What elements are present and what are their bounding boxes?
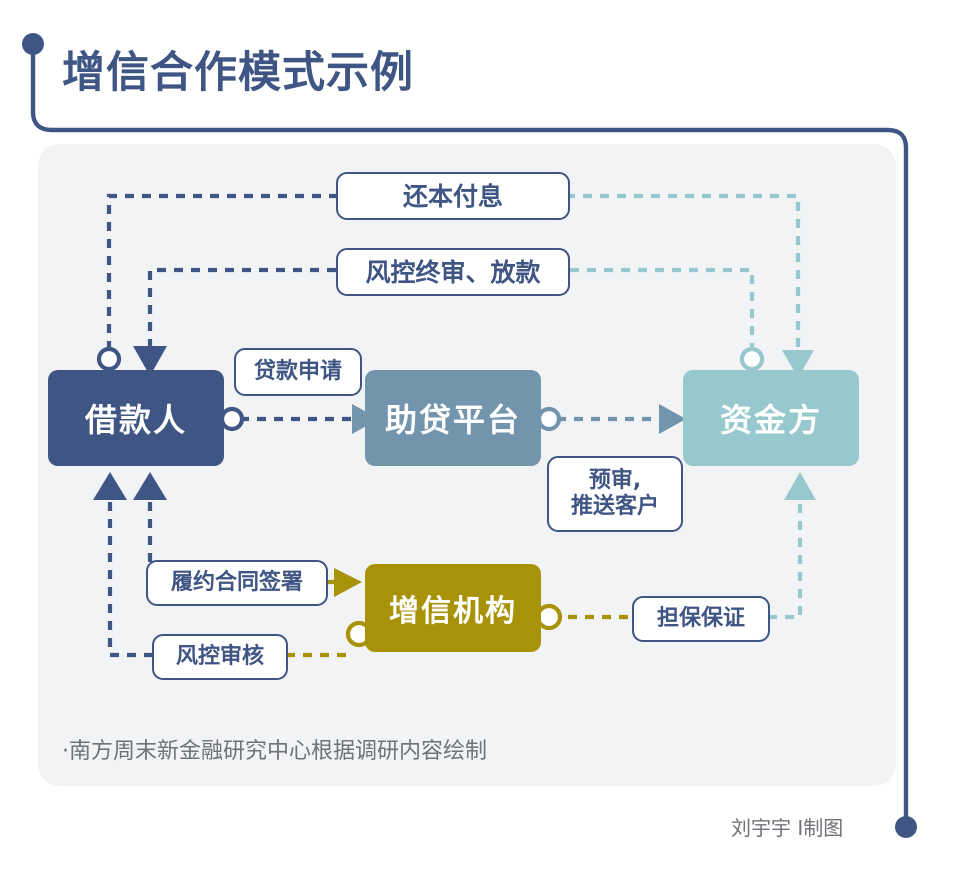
marker-circle-apply-start	[219, 406, 245, 432]
node-borrower[interactable]: 借款人	[48, 370, 224, 466]
edge-label-pre-review-line1: 预审,	[588, 468, 642, 494]
edge-label-repay: 还本付息	[336, 172, 570, 220]
edge-label-guarantee-text: 担保保证	[656, 606, 745, 632]
node-credit-org[interactable]: 增信机构	[365, 564, 541, 652]
marker-circle-guarantee-start	[535, 603, 563, 631]
edge-label-final-review-text: 风控终审、放款	[365, 257, 541, 287]
edge-label-pre-review-line2: 推送客户	[570, 494, 659, 519]
node-credit-org-label: 增信机构	[389, 594, 517, 629]
edge-label-repay-text: 还本付息	[402, 181, 503, 211]
edge-guarantee-teal	[768, 500, 803, 620]
edge-final-dark	[147, 267, 336, 348]
illustrator-credit: 刘宇宇 Ⅰ制图	[731, 816, 844, 840]
marker-arrow-final-end	[133, 346, 167, 376]
bracket-dot-bottom	[895, 816, 917, 838]
source-footnote: ·南方周末新金融研究中心根据调研内容绘制	[62, 739, 487, 764]
marker-arrow-risk-end	[93, 472, 127, 500]
marker-arrow-repay-end	[782, 350, 814, 378]
edge-label-contract-signing-text: 履约合同签署	[170, 570, 303, 596]
edge-label-risk-review: 风控审核	[152, 634, 288, 680]
marker-circle-prereview-start	[536, 406, 562, 432]
page-title: 增信合作模式示例	[62, 48, 414, 98]
edge-label-loan-application-text: 贷款申请	[253, 359, 342, 385]
node-borrower-label: 借款人	[84, 401, 187, 439]
edge-label-guarantee: 担保保证	[632, 596, 770, 642]
node-funder-label: 资金方	[719, 401, 822, 439]
edge-repay-teal	[566, 193, 801, 352]
edge-label-loan-application: 贷款申请	[234, 348, 362, 396]
marker-arrow-contract-in	[334, 568, 362, 597]
edge-repay-dark	[106, 193, 336, 350]
node-platform[interactable]: 助贷平台	[365, 370, 541, 466]
edge-label-pre-review: 预审, 推送客户	[547, 456, 683, 532]
marker-arrow-guarantee-end	[784, 472, 816, 500]
edge-label-contract-signing: 履约合同签署	[146, 560, 328, 606]
edge-final-teal	[566, 267, 755, 352]
marker-arrow-contract-end	[133, 472, 167, 500]
marker-arrow-prereview-end	[659, 404, 686, 434]
bracket-dot-top	[22, 33, 44, 55]
marker-circle-repay-start	[96, 346, 122, 372]
node-platform-label: 助贷平台	[384, 401, 521, 439]
marker-circle-final-start	[739, 346, 765, 372]
edge-label-final-review: 风控终审、放款	[336, 248, 570, 296]
edge-risk-dark	[107, 502, 152, 658]
edge-label-risk-review-text: 风控审核	[175, 644, 264, 670]
node-funder[interactable]: 资金方	[683, 370, 859, 466]
